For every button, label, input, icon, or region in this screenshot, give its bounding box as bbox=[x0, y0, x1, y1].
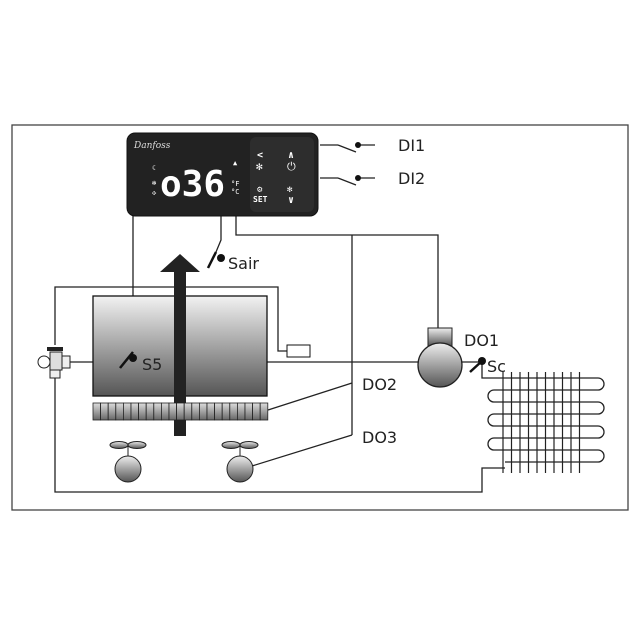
fin bbox=[168, 402, 177, 421]
fin bbox=[176, 402, 185, 421]
do3-label: DO3 bbox=[362, 428, 397, 447]
fin bbox=[92, 402, 101, 421]
s5-sensor bbox=[129, 354, 137, 362]
fan-icon: ✣ bbox=[152, 189, 157, 197]
fin bbox=[191, 402, 200, 421]
snowflake-icon: ✻ bbox=[256, 160, 263, 173]
fin bbox=[100, 402, 109, 421]
alarm-icon: ▲ bbox=[233, 159, 238, 167]
left-defrost-button[interactable]: < ✻ bbox=[256, 150, 263, 173]
set-button[interactable]: ⚙ SET bbox=[253, 185, 268, 204]
defrost-heat-icon: ✻ bbox=[287, 185, 293, 195]
fin bbox=[198, 402, 208, 421]
sair-label: Sair bbox=[228, 254, 259, 273]
fin bbox=[107, 402, 117, 421]
airflow-arrow bbox=[174, 285, 186, 436]
defrost-icon: ✻ bbox=[152, 179, 157, 187]
expansion-valve bbox=[37, 347, 71, 379]
power-icon: ⏻ bbox=[287, 160, 296, 173]
controller-unit: Danfoss o36 °F °C ▲ ☾ ✻ ✣ bbox=[126, 132, 319, 217]
fin bbox=[236, 402, 246, 421]
fin bbox=[153, 402, 162, 421]
wiring bbox=[54, 144, 505, 493]
di2-switch-contact bbox=[355, 175, 361, 181]
compressor bbox=[417, 342, 463, 388]
unit-f: °F bbox=[231, 180, 239, 188]
fin bbox=[206, 402, 215, 421]
fin bbox=[214, 402, 223, 421]
di2-label: DI2 bbox=[398, 169, 425, 188]
up-power-button[interactable]: ∧ ⏻ bbox=[287, 150, 296, 173]
s5-label: S5 bbox=[142, 355, 162, 374]
down-button[interactable]: ✻ ∨ bbox=[287, 185, 294, 206]
di1-label: DI1 bbox=[398, 136, 425, 155]
unit-c: °C bbox=[231, 188, 239, 196]
evaporator-fins bbox=[92, 402, 269, 421]
fin bbox=[244, 402, 253, 421]
gear-icon: ⚙ bbox=[256, 185, 263, 195]
fin bbox=[115, 402, 124, 421]
di1-switch-contact bbox=[355, 142, 361, 148]
svg-text:∨: ∨ bbox=[288, 195, 294, 206]
condenser-coil bbox=[487, 372, 605, 473]
fin bbox=[145, 402, 155, 421]
diagram-frame bbox=[11, 124, 629, 511]
fin bbox=[138, 402, 147, 421]
heater-element bbox=[286, 344, 311, 358]
do2-label: DO2 bbox=[362, 375, 397, 394]
fin bbox=[183, 402, 193, 421]
sc-sensor bbox=[478, 357, 486, 365]
fin bbox=[160, 402, 170, 421]
display-readout: o36 bbox=[160, 164, 225, 205]
evaporator-fan-2 bbox=[221, 441, 259, 483]
fin bbox=[252, 402, 261, 421]
airflow-arrowhead bbox=[160, 254, 200, 285]
fin bbox=[130, 402, 139, 421]
sc-label: Sc bbox=[487, 357, 506, 376]
brand-logo: Danfoss bbox=[133, 141, 171, 151]
sair-sensor bbox=[217, 254, 225, 262]
svg-text:<: < bbox=[257, 150, 263, 161]
fin bbox=[123, 402, 132, 421]
evaporator-fan-1 bbox=[109, 441, 147, 483]
night-icon: ☾ bbox=[152, 164, 156, 172]
do1-label: DO1 bbox=[464, 331, 499, 350]
fin bbox=[259, 402, 269, 421]
fin bbox=[221, 402, 231, 421]
fin bbox=[229, 402, 238, 421]
svg-text:∧: ∧ bbox=[288, 150, 294, 161]
svg-text:SET: SET bbox=[253, 195, 268, 204]
